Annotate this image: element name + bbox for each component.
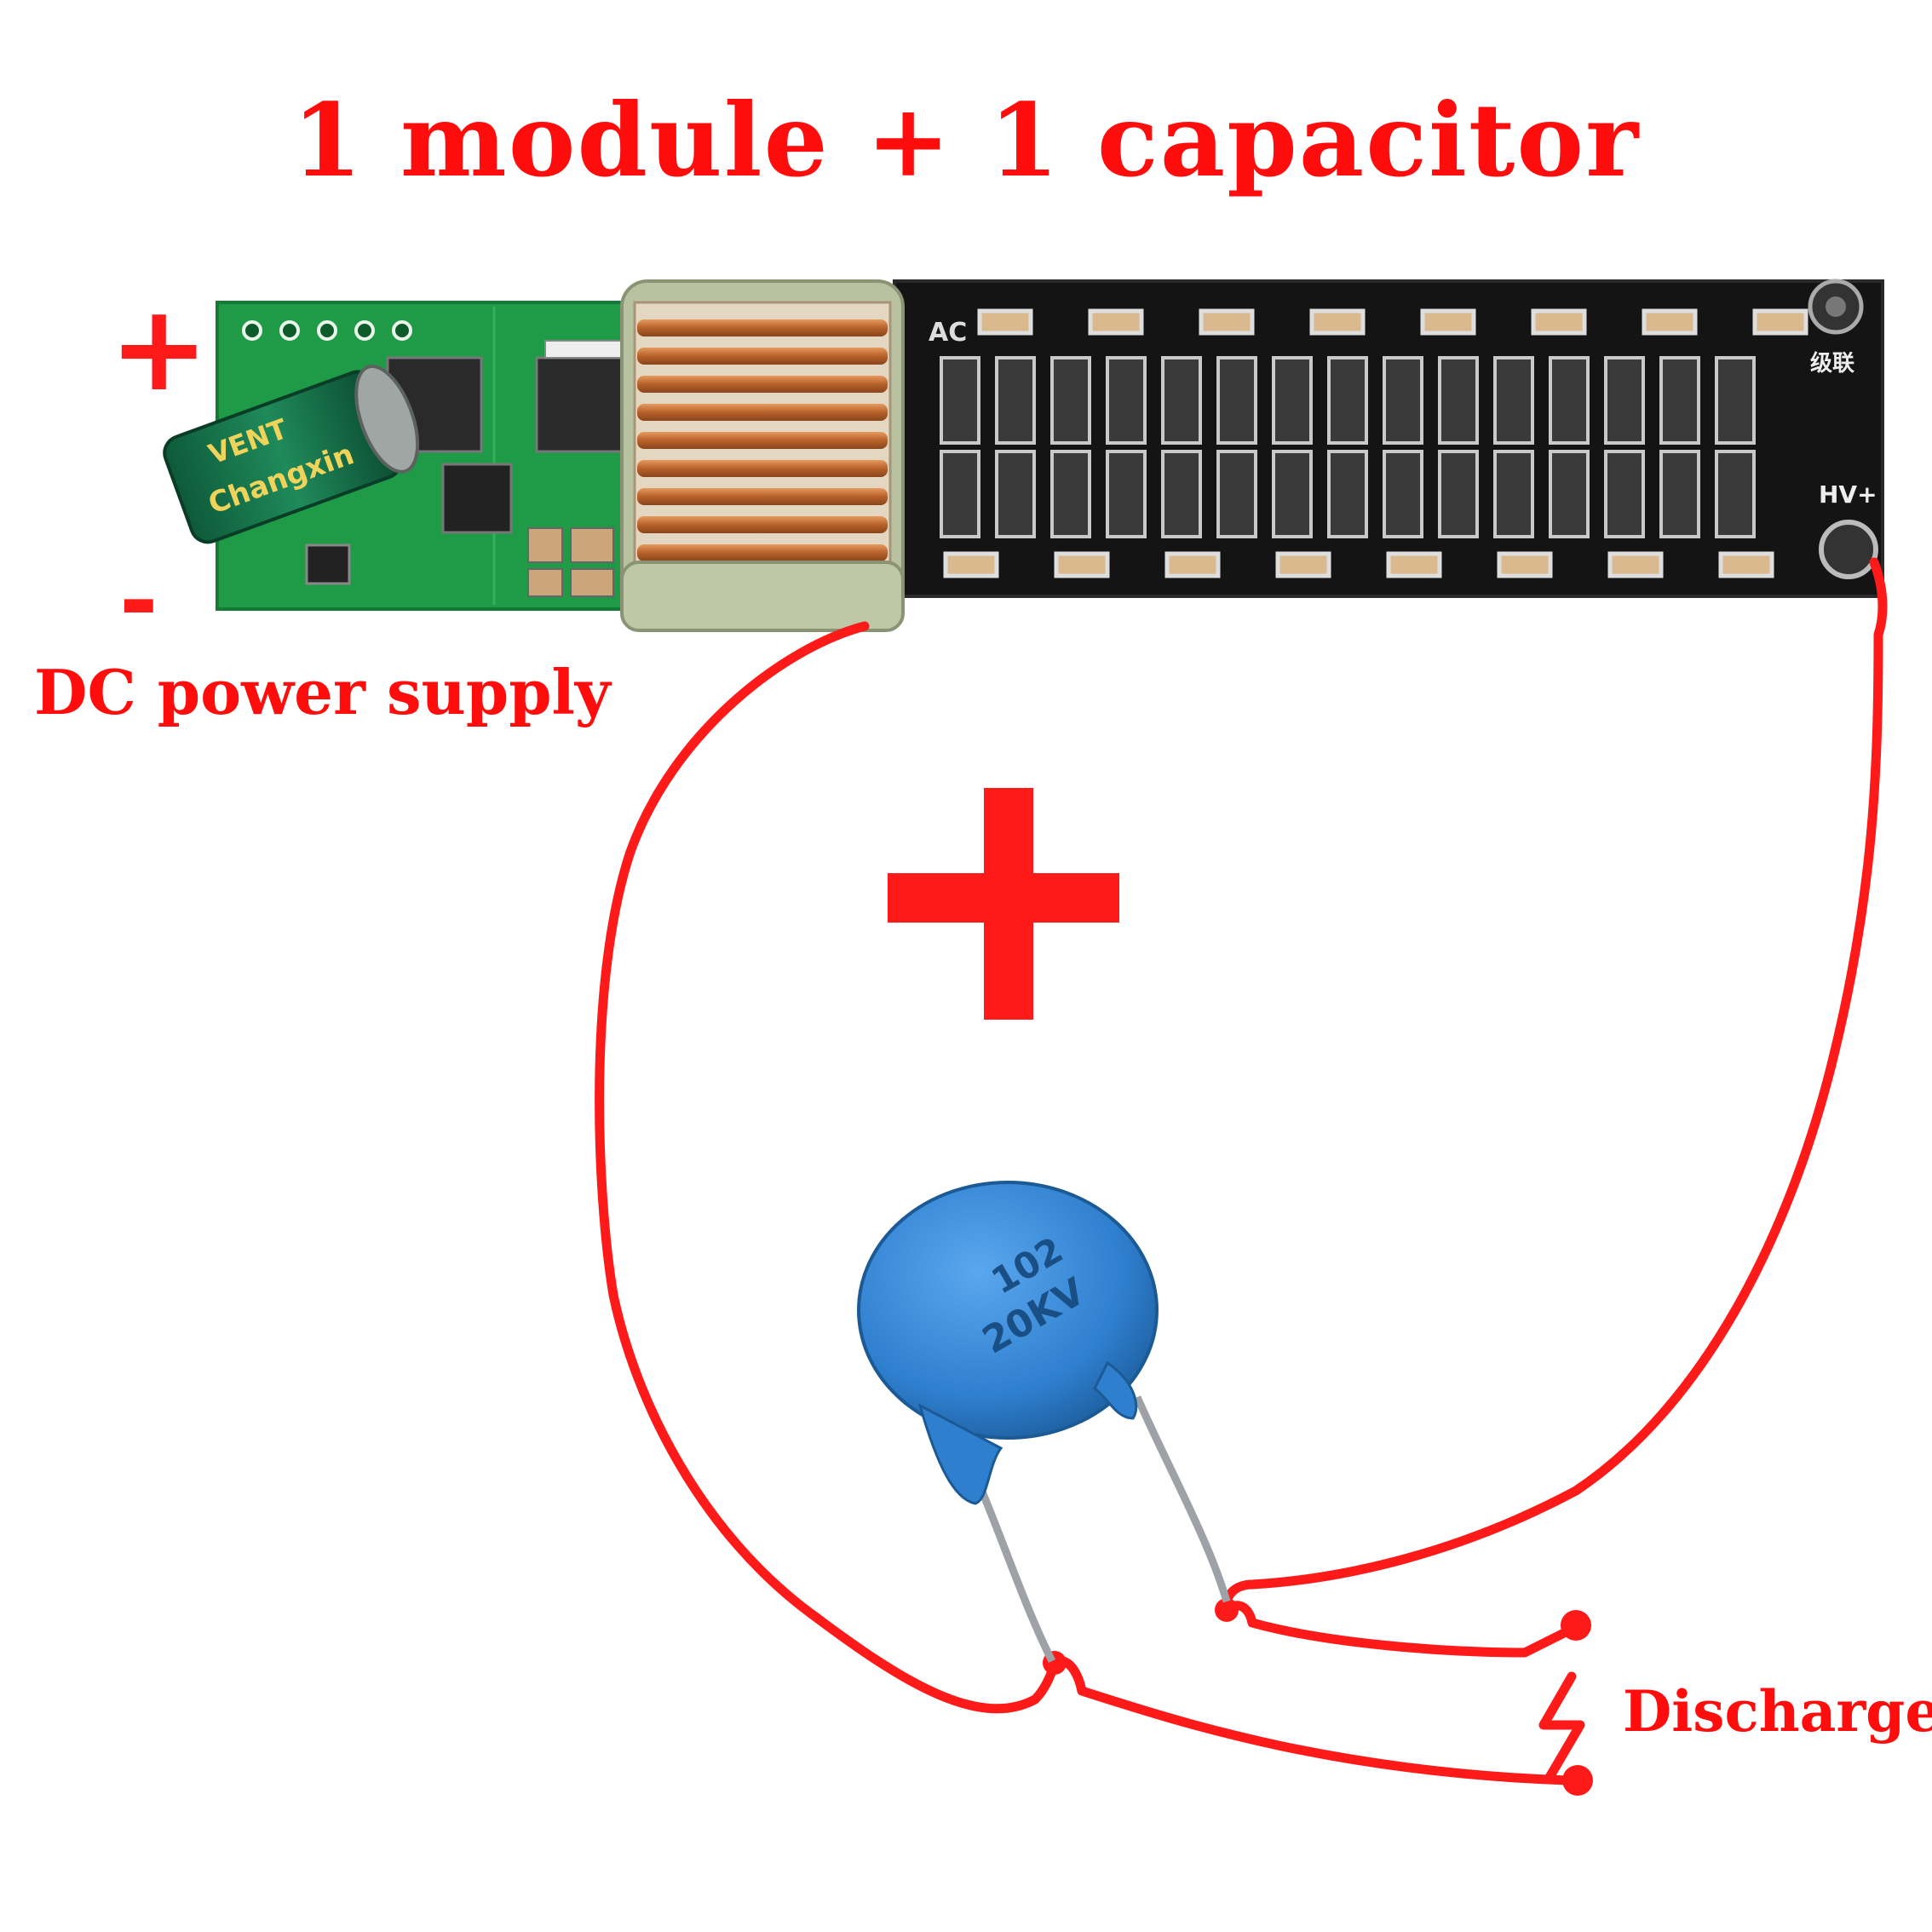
dc-power-supply-label: DC power supply [34,656,611,728]
smd-capacitor [1497,551,1553,578]
diode [1216,356,1257,445]
diode [1327,450,1368,538]
lower-discharge-wire [1047,1656,1581,1785]
diode [1050,450,1091,538]
diode [995,356,1036,445]
smd-capacitor-array [943,308,1808,578]
right-wire [1221,557,1888,1619]
discharge-label: Discharge [1623,1678,1932,1745]
smd-capacitor [1054,551,1110,578]
ac-label: AC [929,318,967,348]
spark-symbol [1538,1671,1585,1784]
diode [1715,450,1756,538]
diode [1161,356,1202,445]
diode [1272,356,1313,445]
diode [1715,356,1756,445]
smd-capacitor [1752,308,1808,336]
diode [1659,356,1700,445]
smd-capacitor [943,551,999,578]
diode [1549,356,1590,445]
positive-terminal-label: + [109,279,210,418]
coil-windings [637,319,888,561]
diode [1438,356,1479,445]
mosfet-chip [535,356,632,453]
diode [1549,450,1590,538]
coil-turn [637,544,888,561]
page-title: 1 module + 1 capacitor [291,81,1641,199]
coil-turn [637,460,888,477]
smd-capacitor [1199,308,1255,336]
diode [1493,450,1534,538]
cascade-label: 级联 [1810,350,1854,377]
diode [995,450,1036,538]
diode [940,450,980,538]
coil-turn [637,348,888,365]
diode [1272,450,1313,538]
diode [1106,450,1147,538]
diode [940,356,980,445]
smd-capacitor [1309,308,1366,336]
hv-multiplier-board: AC 级联 HV+ [893,279,1884,598]
diode [1161,450,1202,538]
diode [1327,356,1368,445]
smd-capacitor [1607,551,1664,578]
coil-turn [637,432,888,449]
smd-capacitor [977,308,1033,336]
diode [1493,356,1534,445]
smd-capacitor [1088,308,1144,336]
ic-chip [441,463,513,534]
upper-discharge-wire [1222,1601,1581,1658]
diode [1438,450,1479,538]
header-pins [242,320,412,341]
red-wiring [595,557,1888,1785]
hv-label: HV+ [1819,480,1877,509]
smd-capacitor [1642,308,1698,336]
smd-capacitor [1164,551,1221,578]
hv-terminal [1819,520,1878,579]
ceramic-capacitor: 102 20KV [857,1181,1231,1664]
diode [1383,356,1423,445]
smd-capacitor [1718,551,1774,578]
coil-turn [637,376,888,393]
diode [1106,356,1147,445]
smd-capacitor [1531,308,1587,336]
hv-transformer [620,279,905,632]
big-plus-sign [888,788,1119,1020]
diode [1604,450,1645,538]
smd-capacitor [1420,308,1476,336]
discharge-terminal-lower [1562,1765,1593,1796]
diode [1383,450,1423,538]
coil-turn [637,488,888,505]
coil-turn [637,404,888,421]
diode [1050,356,1091,445]
coil-turn [637,319,888,336]
diode [1659,450,1700,538]
coil-turn [637,516,888,533]
discharge-terminal-upper [1561,1610,1591,1641]
smd-capacitor [1386,551,1442,578]
diode [1604,356,1645,445]
left-wire [595,621,1061,1714]
electrolytic-capacitor: VENT Changxin [163,365,420,544]
diode [1216,450,1257,538]
diode-array [940,356,1756,538]
smd-capacitor [1275,551,1331,578]
negative-terminal-label: - [119,546,158,655]
